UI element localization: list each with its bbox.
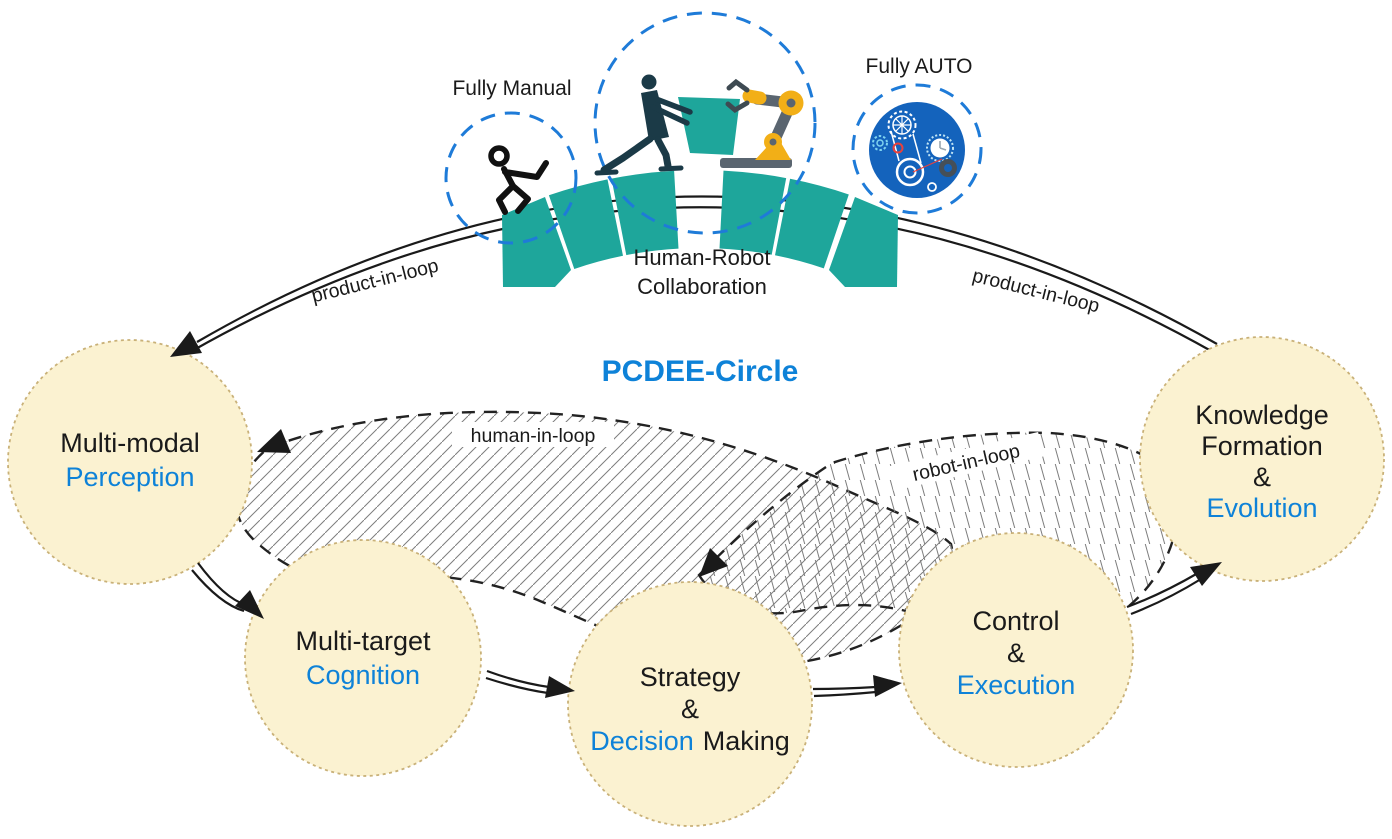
stage-cognition-line1: Multi-target	[295, 626, 431, 656]
arch-segment-1	[502, 197, 571, 287]
gear-belt	[890, 130, 922, 164]
stage-control-line2: &	[1007, 638, 1025, 668]
arrow-strategy-to-control	[812, 675, 902, 698]
robot-wrist-band	[742, 89, 767, 105]
stage-strategy: Strategy & Decision Making	[567, 581, 813, 827]
stage-perception: Multi-modal Perception	[7, 339, 253, 585]
arch-keystone-block	[678, 97, 740, 155]
stage-strategy-line3-blue: Decision	[590, 726, 694, 756]
stage-knowledge-line1: Knowledge	[1195, 400, 1329, 430]
product-in-loop-arc	[191, 195, 1218, 353]
fully-auto-label: Fully AUTO	[866, 55, 973, 78]
product-in-loop-label-right: product-in-loop	[970, 265, 1102, 318]
stage-strategy-line1: Strategy	[640, 662, 741, 692]
collaboration-arch	[502, 97, 898, 287]
human-head	[641, 74, 657, 90]
human-torso	[641, 90, 669, 141]
arch-segment-2	[548, 179, 623, 269]
human-arm-lower	[650, 104, 690, 126]
human-in-loop-label: human-in-loop	[471, 425, 596, 447]
arch-segment-5	[775, 178, 849, 269]
product-in-loop-label-right-group: product-in-loop	[970, 265, 1102, 318]
stage-control: Control & Execution	[898, 532, 1134, 768]
robot-gripper-upper-claw	[726, 78, 750, 93]
collaboration-label-line2: Collaboration	[637, 274, 767, 299]
gear-red-belt	[912, 158, 943, 173]
clock-hands	[939, 141, 947, 151]
gear-top-teeth	[887, 110, 917, 140]
arrow-perception-to-cognition	[191, 562, 264, 619]
stick-figure-leg-right	[510, 183, 531, 214]
product-in-loop-label-left-group: product-in-loop	[309, 255, 441, 308]
arch-segment-6	[829, 197, 898, 287]
stage-cognition: Multi-target Cognition	[244, 539, 482, 777]
robot-arm-icon	[720, 78, 804, 168]
stage-cognition-line2: Cognition	[306, 660, 420, 690]
product-loop-outer-line	[196, 195, 1218, 345]
stick-figure-arm	[502, 160, 549, 180]
robot-in-loop-label-plate	[888, 432, 1044, 492]
collaboration-label-line1: Human-Robot	[634, 245, 771, 270]
stage-control-line3: Execution	[957, 670, 1076, 700]
stage-control-line1: Control	[972, 606, 1059, 636]
fully-manual-label: Fully Manual	[452, 77, 571, 100]
arch-segment-3	[611, 170, 679, 256]
stage-knowledge-line2: Formation	[1201, 431, 1323, 461]
robot-base-plate	[720, 158, 792, 168]
stick-figure-head	[488, 145, 510, 167]
robot-joint-lower-pin	[769, 138, 777, 146]
stage-circle-strategy	[567, 581, 813, 827]
arrow-cognition-to-strategy	[485, 669, 575, 698]
human-foot-front	[658, 165, 684, 172]
stage-circle-perception	[7, 339, 253, 585]
robot-gripper-lower-claw	[725, 100, 750, 114]
arch-segment-4	[719, 170, 787, 255]
gear-dark-ring	[939, 159, 957, 177]
human-loop-arrowhead	[257, 429, 291, 453]
stage-knowledge-line3: &	[1253, 462, 1271, 492]
human-in-loop-label-plate	[452, 422, 614, 447]
gear-tiny-ring	[927, 182, 937, 192]
gear-small-blue	[872, 135, 888, 151]
gear-lower-rim	[895, 157, 925, 187]
stage-knowledge: Knowledge Formation & Evolution	[1139, 336, 1385, 582]
stick-figure-icon	[488, 145, 549, 215]
stage-circle-knowledge	[1139, 336, 1385, 582]
human-foot-back	[594, 169, 619, 176]
gear-top-spokes	[893, 116, 911, 134]
gear-small-blue-hub	[876, 139, 884, 147]
arrow-control-to-knowledge	[1126, 562, 1222, 616]
gear-red-ring	[892, 142, 904, 154]
product-loop-inner-line	[191, 206, 1214, 353]
robot-loop-arrowhead	[699, 548, 728, 577]
product-in-loop-label-left: product-in-loop	[309, 255, 441, 308]
page-title: PCDEE-Circle	[602, 355, 799, 388]
stage-strategy-line2: &	[681, 694, 699, 724]
human-arm-upper	[653, 96, 693, 115]
stick-figure-leg-left	[496, 183, 516, 215]
product-loop-arrowhead	[170, 331, 202, 357]
stage-perception-line2: Perception	[65, 462, 194, 492]
human-leg-back	[600, 135, 654, 174]
stage-perception-line1: Multi-modal	[60, 428, 200, 458]
fully-auto-dashed-circle	[851, 83, 983, 215]
collaboration-dashed-circle	[593, 11, 817, 235]
stage-circle-cognition	[244, 539, 482, 777]
stage-circle-control	[898, 532, 1134, 768]
human-leg-front	[654, 136, 672, 170]
human-in-loop-label-group: human-in-loop	[452, 422, 614, 447]
gears-icon	[869, 102, 965, 198]
fully-manual-dashed-circle	[444, 111, 578, 245]
clock-halo	[926, 134, 954, 162]
stage-strategy-line3: Decision Making	[590, 726, 790, 756]
robot-joint-upper-pin	[786, 98, 796, 108]
stage-strategy-line3-black: Making	[703, 726, 790, 756]
gear-lower-hub	[903, 165, 917, 179]
stage-knowledge-line4: Evolution	[1206, 493, 1317, 523]
human-figure	[594, 74, 693, 176]
